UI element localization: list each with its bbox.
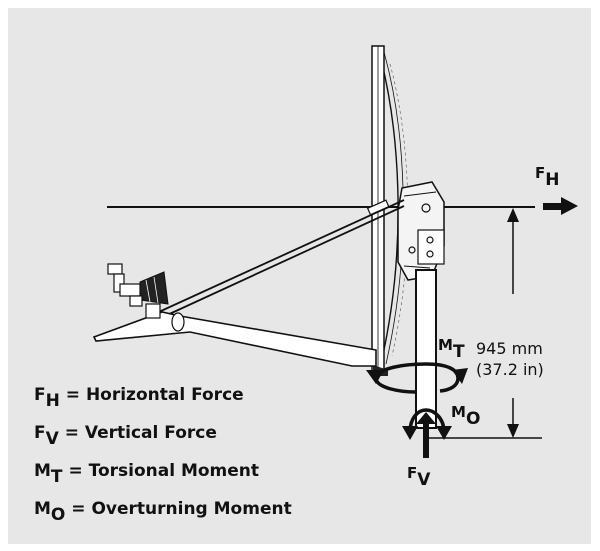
legend-item: MO = Overturning Moment [34,499,292,525]
legend: FH = Horizontal Force FV = Vertical Forc… [34,385,292,525]
dimension-metric: 945 mm [476,339,543,358]
mast-pipe [415,269,437,429]
label-mt: MT [438,336,465,362]
diagram-background [8,8,591,544]
overturning-moment-arrow [402,408,452,440]
legend-item: MT = Torsional Moment [34,461,259,487]
horizontal-force-arrow [543,197,578,215]
vertical-force-arrow [416,412,436,458]
legend-item: FV = Vertical Force [34,423,217,449]
feed-support-strut [149,199,405,323]
feed-boom-arm [92,311,377,367]
legend-item: FH = Horizontal Force [34,385,244,411]
height-dimension [428,208,542,439]
antenna-mount-bracket [397,181,445,281]
label-mo: MO [451,403,480,429]
dimension-imperial: (37.2 in) [476,360,544,379]
torsional-moment-arrow [366,362,468,394]
label-fv: FV [407,464,431,490]
label-fh: FH [535,164,559,190]
feed-horn-assembly [107,263,169,319]
